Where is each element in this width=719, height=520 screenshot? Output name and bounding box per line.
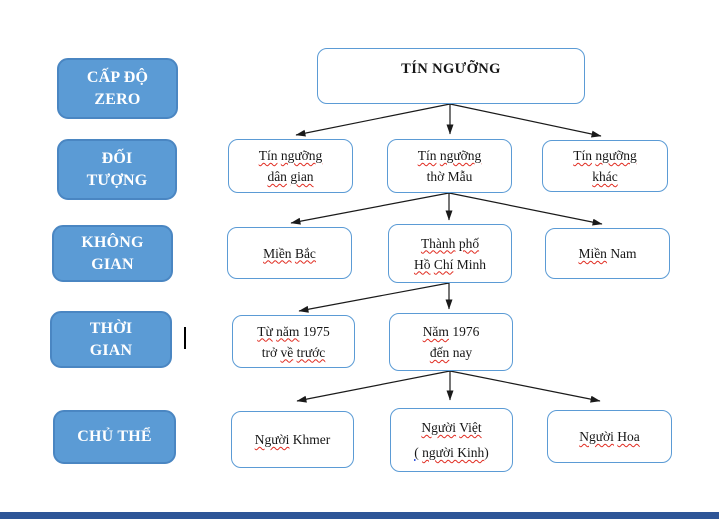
text-segment: Hoa bbox=[617, 429, 640, 444]
node-tin-nguong-tho-mau[interactable]: Tín ngưỡng thờ Mẫu bbox=[387, 139, 512, 193]
sidebar-label-line: GIAN bbox=[89, 341, 133, 359]
text-segment: phố bbox=[458, 235, 480, 251]
arrow-tphcm-to-1975 bbox=[298, 282, 450, 313]
text-segment: Người bbox=[421, 420, 457, 435]
node-text-line: ( người Kinh) bbox=[414, 440, 488, 465]
text-segment: TÍN NGƯỠNG bbox=[401, 61, 501, 77]
node-mien-nam[interactable]: Miền Nam bbox=[545, 228, 670, 279]
sidebar-label-line: CHỦ THỂ bbox=[77, 428, 152, 446]
node-text-line: TÍN NGƯỠNG bbox=[401, 59, 501, 80]
sidebar-item-doi-tuong[interactable]: ĐỐI TƯỢNG bbox=[57, 139, 177, 200]
arrow-1976-to-hoa bbox=[449, 370, 601, 403]
node-text-line: Năm 1976 bbox=[423, 321, 480, 342]
node-text-line: Hồ Chí Minh bbox=[414, 254, 486, 275]
text-segment: khác bbox=[592, 169, 618, 184]
arrow-thomau-to-mien-bac bbox=[290, 192, 450, 225]
text-segment: ngưỡng bbox=[280, 148, 323, 163]
node-nam-1976[interactable]: Năm 1976 đến nay bbox=[389, 313, 513, 371]
node-text-line: dân gian bbox=[267, 166, 313, 187]
node-text-line: thờ Mẫu bbox=[427, 166, 473, 187]
text-segment: Người bbox=[579, 429, 614, 444]
text-segment: Việt bbox=[459, 420, 482, 435]
text-segment: Minh bbox=[453, 256, 487, 272]
text-segment: Năm bbox=[422, 324, 449, 339]
node-text-line: trở về trước bbox=[262, 342, 326, 363]
text-cursor bbox=[184, 327, 186, 349]
text-segment: Người bbox=[254, 432, 290, 447]
sidebar-item-khong-gian[interactable]: KHÔNG GIAN bbox=[52, 225, 173, 282]
node-text-line: Từ năm 1975 bbox=[257, 321, 330, 342]
node-text-line: Tín ngưỡng bbox=[418, 145, 482, 166]
node-nguoi-viet[interactable]: Người Việt ( người Kinh) bbox=[390, 408, 513, 472]
text-segment: trở bbox=[261, 344, 281, 360]
node-text-line: Miền Nam bbox=[578, 243, 636, 264]
text-segment: Tín bbox=[417, 148, 437, 163]
page-bottom-border bbox=[0, 512, 719, 519]
node-text-line: Miền Bắc bbox=[263, 243, 316, 264]
arrow-1976-to-khmer bbox=[296, 370, 451, 403]
node-text-line: Thành phố bbox=[421, 233, 479, 254]
node-mien-bac[interactable]: Miền Bắc bbox=[227, 227, 352, 279]
node-text-line: Người Khmer bbox=[255, 429, 331, 450]
text-segment: dân bbox=[267, 169, 287, 184]
text-segment: Từ bbox=[257, 323, 273, 339]
sidebar-label-line: GIAN bbox=[91, 255, 134, 273]
text-segment: đến bbox=[429, 345, 450, 360]
sidebar-item-chu-the[interactable]: CHỦ THỂ bbox=[53, 410, 176, 464]
node-text-line: Tín ngưỡng bbox=[573, 145, 637, 166]
text-segment: năm bbox=[276, 323, 300, 339]
arrow-root-to-dan-gian bbox=[295, 103, 451, 137]
text-segment: nay bbox=[449, 345, 473, 360]
node-tu-nam-1975[interactable]: Từ năm 1975 trở về trước bbox=[232, 315, 355, 368]
node-tin-nguong-dan-gian[interactable]: Tín ngưỡng dân gian bbox=[228, 139, 353, 193]
text-segment: người Kinh bbox=[422, 445, 485, 460]
text-segment: ngưỡng bbox=[595, 148, 637, 163]
node-tin-nguong-khac[interactable]: Tín ngưỡng khác bbox=[542, 140, 668, 192]
sidebar-label-line: THỜI bbox=[89, 319, 133, 337]
node-nguoi-khmer[interactable]: Người Khmer bbox=[231, 411, 354, 468]
arrow-thomau-to-mien-nam bbox=[448, 192, 603, 226]
sidebar-label-line: ZERO bbox=[94, 90, 141, 108]
node-text-line: đến nay bbox=[430, 342, 472, 363]
text-segment: ngưỡng bbox=[439, 148, 482, 163]
text-segment: Miền bbox=[263, 245, 292, 261]
sidebar-item-cap-do-zero[interactable]: CẤP ĐỘ ZERO bbox=[57, 58, 178, 119]
text-segment: ) bbox=[484, 445, 489, 460]
text-segment: Miền bbox=[578, 246, 607, 261]
text-segment: Khmer bbox=[289, 432, 331, 447]
text-segment: Hồ bbox=[413, 256, 431, 272]
node-text-line: khác bbox=[592, 166, 617, 187]
node-tin-nguong[interactable]: TÍN NGƯỠNG bbox=[317, 48, 585, 104]
text-segment: Thành bbox=[420, 235, 456, 251]
sidebar-label-line: ĐỐI bbox=[101, 149, 133, 167]
node-nguoi-hoa[interactable]: Người Hoa bbox=[547, 410, 672, 463]
text-segment: thờ Mẫu bbox=[426, 169, 473, 184]
sidebar-label-line: TƯỢNG bbox=[86, 171, 148, 189]
sidebar-item-thoi-gian[interactable]: THỜI GIAN bbox=[50, 311, 172, 368]
text-segment: 1975 bbox=[299, 323, 330, 339]
text-segment: ( bbox=[414, 445, 423, 460]
text-segment: về bbox=[280, 344, 294, 360]
sidebar-label-line: CẤP ĐỘ bbox=[86, 68, 149, 86]
text-segment: gian bbox=[290, 169, 314, 184]
text-segment: Bắc bbox=[294, 245, 316, 261]
text-segment: Nam bbox=[606, 246, 637, 261]
text-segment: trước bbox=[296, 344, 326, 360]
sidebar-label-line: KHÔNG bbox=[81, 233, 144, 251]
text-segment: Tín bbox=[573, 148, 592, 163]
node-text-line: Người Việt bbox=[421, 415, 481, 440]
arrow-root-to-khac bbox=[449, 103, 602, 138]
node-tp-ho-chi-minh[interactable]: Thành phố Hồ Chí Minh bbox=[388, 224, 512, 283]
text-segment: Chí bbox=[433, 256, 454, 272]
text-segment: Tín bbox=[258, 148, 278, 163]
text-segment: 1976 bbox=[448, 324, 480, 339]
node-text-line: Tín ngưỡng bbox=[259, 145, 323, 166]
node-text-line: Người Hoa bbox=[579, 426, 640, 447]
